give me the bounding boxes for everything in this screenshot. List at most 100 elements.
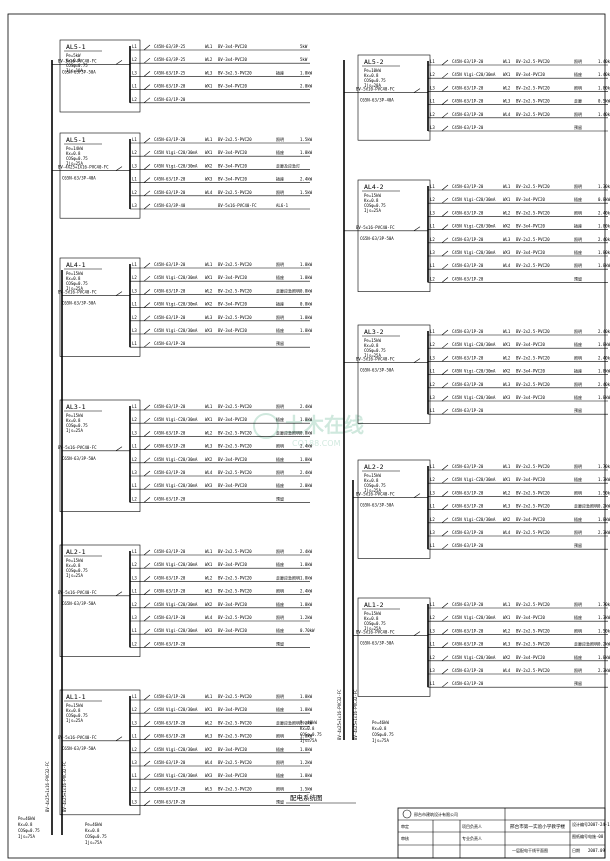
- circuit-breaker: C45N-63/1P-20: [154, 800, 186, 805]
- circuit-number: WL3: [205, 589, 213, 594]
- param-line: Kx=0.8: [85, 828, 100, 833]
- circuit-load: 2.4kW: [300, 444, 313, 449]
- circuit-breaker: C45N-63/1P-20: [452, 642, 484, 647]
- circuit-usage: 照明: [574, 490, 582, 495]
- panel-param: Pe=15kW: [364, 338, 381, 343]
- panel-enclosure: [59, 544, 141, 657]
- circuit-breaker: C45N-63/1P-20: [154, 470, 186, 475]
- incoming-cable: BV-5x16-PVC40-FC: [356, 225, 395, 230]
- circuit-number: WX1: [205, 275, 213, 280]
- circuit-cable: BV-3x4-PVC20: [218, 57, 247, 62]
- circuit-cable: BV-3x4-PVC20: [516, 369, 545, 374]
- panel-param: Kx=0.8: [66, 276, 81, 281]
- circuit-load: 1.80kW: [598, 85, 610, 90]
- circuit-usage: 照明: [276, 190, 284, 195]
- circuit-breaker-symbol: [143, 177, 151, 183]
- circuit-breaker: C45N-63/1P-20: [452, 59, 484, 64]
- circuit-breaker-symbol: [441, 59, 449, 66]
- circuit-breaker: C45N-63/1P-20: [452, 210, 484, 215]
- circuit-number: WL3: [205, 70, 213, 75]
- circuit-breaker: C45N Vigi-C20/30mA: [154, 562, 198, 567]
- circuit-phase: L3: [132, 430, 137, 435]
- circuit-load: 1.8kW: [300, 602, 313, 607]
- circuit-phase: L1: [430, 681, 435, 686]
- circuit-cable: BV-3x2.5-PVC20: [218, 70, 252, 75]
- circuit-breaker-symbol: [441, 615, 449, 622]
- circuit-number: WL1: [503, 184, 511, 189]
- circuit-phase: L2: [132, 457, 137, 462]
- circuit-phase: L2: [430, 342, 435, 347]
- circuit-usage: 照明: [574, 628, 582, 633]
- circuit-breaker: C45N-63/1P-20: [154, 575, 186, 580]
- circuit-phase: L2: [430, 276, 435, 281]
- circuit-usage: 插座: [276, 149, 284, 155]
- circuit-breaker-symbol: [143, 747, 151, 754]
- circuit-breaker-symbol: [441, 681, 449, 688]
- circuit-phase: L1: [132, 444, 137, 449]
- circuit-breaker-symbol: [441, 356, 449, 362]
- left-panel-al4-1: AL4-1Pe=15kWKx=0.8COSφ=0.75Ijs=25ABV-5x1…: [58, 257, 313, 357]
- panel-enclosure: [59, 39, 141, 113]
- panel-name: AL2-1: [66, 548, 86, 556]
- circuit-breaker: C45N-63/1P-20: [452, 408, 484, 413]
- company-name: 邢台市建筑设计有限公司: [414, 811, 458, 817]
- circuit-breaker-symbol: [143, 707, 151, 714]
- circuit-breaker: C45N-63/1P-20: [452, 125, 484, 130]
- main-breaker: C65N-63/3P-50A: [62, 746, 96, 751]
- circuit-breaker: C45N-63/1P-20: [154, 84, 186, 89]
- panel-param: COSφ=0.75: [66, 568, 88, 573]
- circuit-breaker-symbol: [441, 329, 449, 336]
- circuit-breaker: C45N-63/1P-20: [452, 355, 484, 360]
- circuit-phase: L3: [132, 720, 137, 725]
- circuit-number: WX3: [503, 395, 511, 400]
- circuit-usage: 照明: [276, 444, 284, 449]
- circuit-breaker: C45N-63/1P-20: [154, 641, 186, 646]
- circuit-usage: 预留: [574, 542, 582, 548]
- circuit-usage: 照明: [574, 464, 582, 469]
- circuit-breaker: C45N-63/1P-20: [154, 404, 186, 409]
- circuit-number: WL3: [503, 642, 511, 647]
- circuit-phase: L2: [430, 197, 435, 202]
- circuit-load: 1.80kW: [598, 224, 610, 229]
- panel-name: AL5-1: [66, 136, 86, 144]
- circuit-number: WL1: [205, 694, 213, 699]
- circuit-phase: L1: [132, 404, 137, 409]
- circuit-breaker-symbol: [441, 395, 449, 402]
- circuit-number: WX3: [205, 328, 213, 333]
- circuit-usage: 照明: [574, 85, 582, 90]
- incoming-cable: BV-5x16-PVC40-FC: [58, 290, 97, 295]
- circuit-number: WX1: [205, 84, 213, 89]
- title-field-label: 设计编号: [572, 821, 588, 827]
- circuit-number: WL3: [205, 444, 213, 449]
- circuit-number: WL4: [205, 190, 213, 195]
- main-breaker-symbol: [115, 291, 123, 296]
- circuit-load: 1.50kW: [598, 628, 610, 633]
- circuit-breaker-symbol: [441, 464, 449, 471]
- circuit-breaker-symbol: [143, 721, 151, 727]
- circuit-usage: 插座: [574, 341, 582, 347]
- circuit-breaker: C45N Vigi-C20/30mA: [154, 275, 198, 280]
- panel-param: Ijs=25A: [66, 428, 83, 433]
- circuit-usage: 照明: [276, 470, 284, 475]
- circuit-load: 1.3kW: [598, 477, 610, 482]
- panel-param: Pe=15kW: [364, 611, 381, 616]
- title-cell: 审定: [401, 823, 409, 829]
- circuit-load: 1.8kW: [598, 395, 610, 400]
- circuit-breaker: C45N-63/1P-20: [452, 184, 484, 189]
- panel-enclosure: [59, 257, 141, 357]
- circuit-load: 1.8kW: [300, 315, 313, 320]
- circuit-number: WL1: [205, 44, 213, 49]
- circuit-breaker-symbol: [441, 72, 449, 79]
- circuit-usage: 插座: [574, 249, 582, 255]
- circuit-load: 2.3kW: [598, 530, 610, 535]
- circuit-breaker: C45N-63/1P-20: [452, 237, 484, 242]
- main-breaker-symbol: [115, 736, 123, 742]
- circuit-phase: L2: [430, 237, 435, 242]
- circuit-phase: L1: [132, 262, 137, 267]
